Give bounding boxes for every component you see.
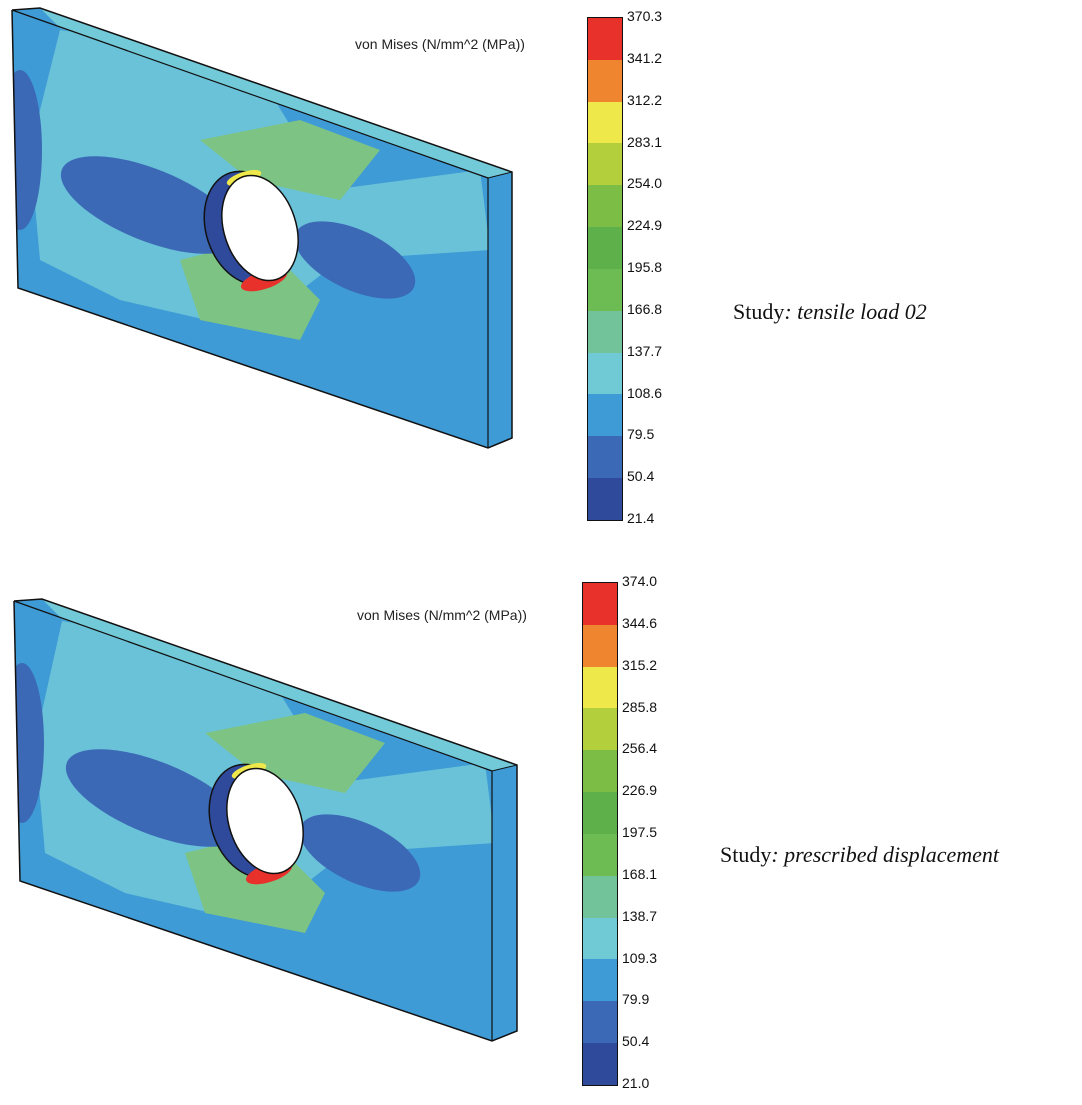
colorbar-tick-label: 138.7	[622, 907, 658, 924]
plot-title: von Mises (N/mm^2 (MPa))	[357, 607, 527, 623]
result-panel-displacement: von Mises (N/mm^2 (MPa)) Study: prescrib…	[0, 565, 1082, 1105]
colorbar-segment	[583, 750, 617, 793]
colorbar-segment	[583, 583, 617, 625]
plot-title: von Mises (N/mm^2 (MPa))	[355, 36, 525, 52]
colorbar-tick-label: 79.5	[627, 426, 655, 443]
colorbar-segment	[583, 1001, 617, 1044]
colorbar-segment	[588, 310, 622, 353]
colorbar-tick-label: 50.4	[627, 468, 655, 485]
colorbar-segment	[588, 101, 622, 144]
colorbar	[582, 582, 618, 1086]
colorbar-tick-label: 312.2	[627, 91, 663, 108]
colorbar-segment	[588, 227, 622, 269]
side-face	[491, 764, 517, 1041]
colorbar-segment	[588, 59, 622, 102]
colorbar-tick-label: 285.8	[622, 698, 658, 715]
colorbar-tick-label: 50.4	[622, 1033, 650, 1050]
colorbar-tick-label: 224.9	[627, 217, 663, 234]
colorbar-tick-label: 226.9	[622, 782, 658, 799]
colorbar-tick-label: 168.1	[622, 865, 658, 882]
colorbar-segment	[588, 143, 622, 186]
colorbar-tick-label: 374.0	[622, 573, 658, 589]
colorbar-tick-label: 108.6	[627, 384, 663, 401]
colorbar-segment	[588, 394, 622, 437]
colorbar-tick-label: 341.2	[627, 49, 663, 66]
colorbar-segment	[583, 792, 617, 834]
colorbar-segment	[583, 666, 617, 709]
colorbar-segment	[588, 436, 622, 479]
colorbar-tick-label: 197.5	[622, 824, 658, 840]
colorbar-segment	[583, 833, 617, 876]
green-zone-upper	[205, 713, 385, 793]
dark-lobe-left	[60, 156, 240, 254]
colorbar-tick-label: 166.8	[627, 300, 663, 317]
colorbar-tick-label: 256.4	[622, 740, 658, 757]
stress-plate-plot	[11, 7, 513, 449]
colorbar-tick-label: 283.1	[627, 133, 663, 150]
colorbar-segment	[588, 268, 622, 311]
colorbar-tick-label: 195.8	[627, 259, 663, 275]
colorbar-tick-label: 21.0	[622, 1075, 650, 1091]
hole-opening	[221, 174, 299, 282]
colorbar-tick-label: 21.4	[627, 510, 655, 526]
plate-outline	[11, 7, 513, 449]
colorbar-tick-label: 254.0	[627, 175, 663, 192]
colorbar	[587, 17, 623, 521]
dark-lobe-left	[65, 749, 245, 847]
dark-edge-left	[14, 663, 44, 823]
colorbar-segment	[583, 708, 617, 751]
hole-opening	[226, 767, 304, 875]
colorbar-tick-label: 315.2	[622, 656, 658, 673]
colorbar-tick-label: 137.7	[627, 342, 663, 359]
colorbar-segment	[588, 185, 622, 228]
dark-lobe-right	[294, 221, 416, 299]
colorbar-segment	[583, 959, 617, 1002]
colorbar-segment	[583, 917, 617, 960]
colorbar-segment	[583, 1043, 617, 1085]
stress-plate-plot	[13, 598, 518, 1042]
dark-edge-left	[12, 70, 42, 230]
colorbar-segment	[588, 352, 622, 395]
colorbar-segment	[583, 875, 617, 918]
colorbar-tick-label: 79.9	[622, 991, 650, 1008]
result-panel-tensile: von Mises (N/mm^2 (MPa)) Study: tensile …	[0, 0, 1082, 540]
colorbar-tick-label: 370.3	[627, 8, 663, 24]
dark-lobe-right	[299, 814, 421, 892]
study-caption: Study: prescribed displacement	[720, 842, 1000, 867]
plate-outline	[13, 598, 518, 1042]
study-caption: Study: tensile load 02	[733, 299, 927, 324]
side-face	[487, 171, 512, 448]
colorbar-segment	[583, 624, 617, 667]
colorbar-tick-label: 109.3	[622, 949, 658, 966]
green-zone-upper	[200, 120, 380, 200]
colorbar-tick-label: 344.6	[622, 614, 658, 631]
colorbar-segment	[588, 478, 622, 520]
colorbar-segment	[588, 18, 622, 60]
